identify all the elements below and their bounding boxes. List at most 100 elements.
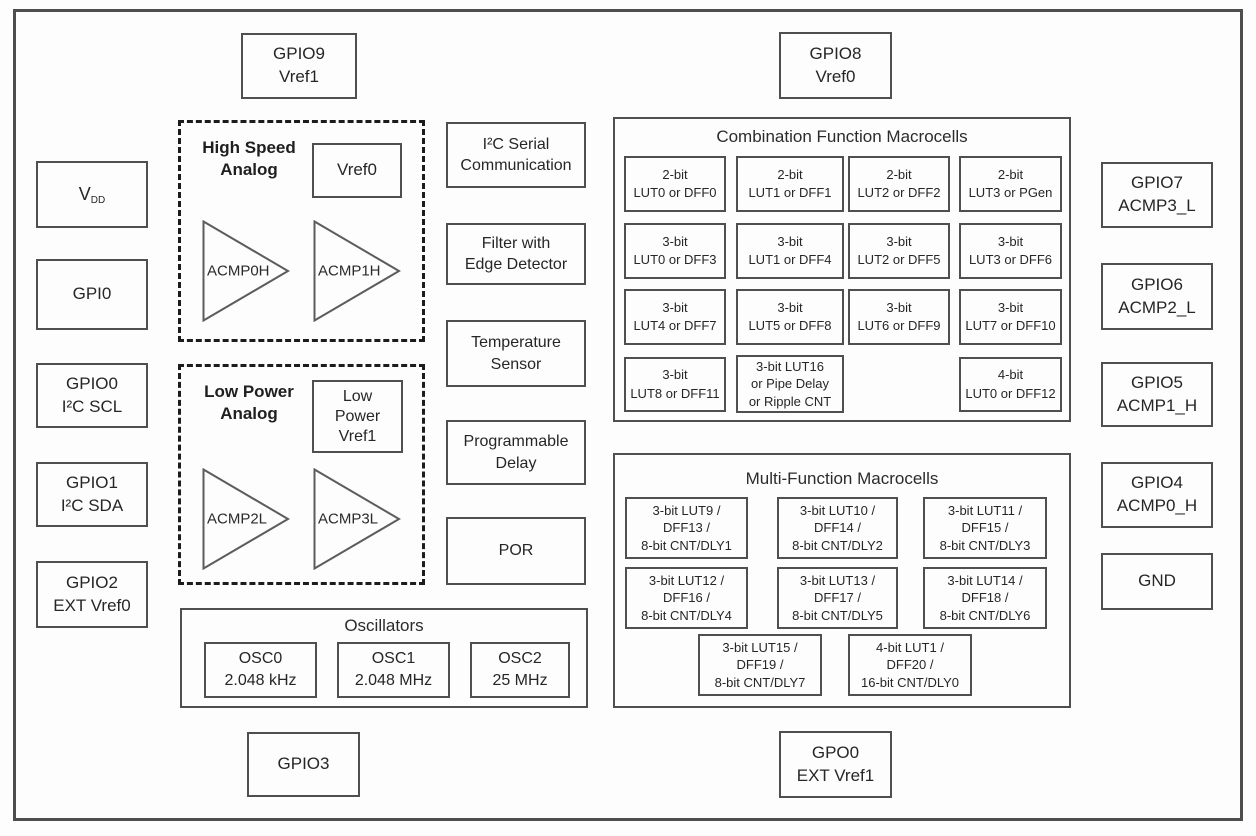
pin-vdd: VDD <box>36 161 148 228</box>
pin-gpio5: GPIO5 ACMP1_H <box>1101 362 1213 427</box>
pin-gpi0: GPI0 <box>36 259 148 330</box>
low-power-vref1-block: Low Power Vref1 <box>312 380 403 453</box>
pin-gpio0-label: GPIO0 I²C SCL <box>61 373 123 416</box>
osc2-label: OSC2 25 MHz <box>492 650 548 689</box>
macrocell-2bit-lut0: 2-bit LUT0 or DFF0 <box>624 156 726 212</box>
comparator-triangle-icon <box>313 220 401 322</box>
macrocell-3bit-lut6: 3-bit LUT6 or DFF9 <box>848 289 950 345</box>
macrocell-3bit-lut8: 3-bit LUT8 or DFF11 <box>624 357 726 412</box>
macrocell-label: 3-bit LUT14 / DFF18 / 8-bit CNT/DLY6 <box>939 572 1031 623</box>
osc1-block: OSC1 2.048 MHz <box>337 642 450 698</box>
i2c-serial-communication-block: I²C Serial Communication <box>446 122 586 188</box>
pin-gpio6-label: GPIO6 ACMP2_L <box>1118 274 1196 317</box>
programmable-delay-block: Programmable Delay <box>446 420 586 485</box>
filter-edge-detector-block: Filter with Edge Detector <box>446 223 586 285</box>
macrocell-label: 3-bit LUT5 or DFF8 <box>748 299 832 333</box>
acmp2l-label: ACMP2L <box>207 510 268 528</box>
pin-gpi0-label: GPI0 <box>72 284 112 304</box>
comparator-triangle-icon <box>202 468 290 570</box>
combination-macrocells-title: Combination Function Macrocells <box>716 127 968 146</box>
macrocell-label: 3-bit LUT0 or DFF3 <box>633 233 717 267</box>
multi-function-macrocells-group: Multi-Function Macrocells 3-bit LUT9 / D… <box>613 453 1071 708</box>
macrocell-3bit-lut4: 3-bit LUT4 or DFF7 <box>624 289 726 345</box>
macrocell-label: 2-bit LUT0 or DFF0 <box>633 166 717 200</box>
pin-gpio1: GPIO1 I²C SDA <box>36 462 148 527</box>
pin-gpio8: GPIO8 Vref0 <box>779 32 892 99</box>
pin-vdd-label: VDD <box>79 182 105 208</box>
pin-gpio3: GPIO3 <box>247 732 360 797</box>
macrocell-3bit-lut10: 3-bit LUT10 / DFF14 / 8-bit CNT/DLY2 <box>777 497 898 559</box>
macrocell-label: 3-bit LUT6 or DFF9 <box>857 299 941 333</box>
pin-gpio8-label: GPIO8 Vref0 <box>809 43 862 86</box>
comparator-acmp1h: ACMP1H <box>313 220 401 322</box>
macrocell-label: 3-bit LUT13 / DFF17 / 8-bit CNT/DLY5 <box>792 572 883 623</box>
pin-gpio6: GPIO6 ACMP2_L <box>1101 263 1213 330</box>
comparator-triangle-icon <box>313 468 401 570</box>
macrocell-label: 3-bit LUT9 / DFF13 / 8-bit CNT/DLY1 <box>641 502 732 553</box>
osc0-label: OSC0 2.048 kHz <box>224 650 297 689</box>
temperature-sensor-block: Temperature Sensor <box>446 320 586 387</box>
pin-gnd-label: GND <box>1138 571 1176 591</box>
macrocell-3bit-lut7: 3-bit LUT7 or DFF10 <box>959 289 1062 345</box>
pin-gpo0: GPO0 EXT Vref1 <box>779 731 892 798</box>
macrocell-label: 2-bit LUT1 or DFF1 <box>748 166 832 200</box>
low-power-analog-label: Low Power Analog <box>204 382 294 424</box>
high-speed-analog-label: High Speed Analog <box>202 138 296 180</box>
comparator-acmp0h: ACMP0H <box>202 220 290 322</box>
pin-gpio7-label: GPIO7 ACMP3_L <box>1118 173 1196 215</box>
macrocell-3bit-lut1: 3-bit LUT1 or DFF4 <box>736 223 844 279</box>
comparator-triangle-icon <box>202 220 290 322</box>
macrocell-3bit-lut5: 3-bit LUT5 or DFF8 <box>736 289 844 345</box>
macrocell-2bit-lut2: 2-bit LUT2 or DFF2 <box>848 156 950 212</box>
macrocell-3bit-lut14: 3-bit LUT14 / DFF18 / 8-bit CNT/DLY6 <box>923 567 1047 629</box>
macrocell-label: 3-bit LUT11 / DFF15 / 8-bit CNT/DLY3 <box>939 502 1031 553</box>
pin-gpio9: GPIO9 Vref1 <box>241 33 357 99</box>
macrocell-3bit-lut13: 3-bit LUT13 / DFF17 / 8-bit CNT/DLY5 <box>777 567 898 629</box>
combination-macrocells-group: Combination Function Macrocells 2-bit LU… <box>613 117 1071 422</box>
multi-function-macrocells-title: Multi-Function Macrocells <box>745 469 939 488</box>
pin-gpio1-label: GPIO1 I²C SDA <box>60 472 124 515</box>
oscillators-group: Oscillators OSC0 2.048 kHz OSC1 2.048 MH… <box>180 608 588 708</box>
macrocell-3bit-lut16: 3-bit LUT16 or Pipe Delay or Ripple CNT <box>736 355 844 413</box>
acmp1h-label: ACMP1H <box>318 262 381 280</box>
macrocell-3bit-lut0: 3-bit LUT0 or DFF3 <box>624 223 726 279</box>
macrocell-2bit-lut1: 2-bit LUT1 or DFF1 <box>736 156 844 212</box>
i2c-label: I²C Serial Communication <box>460 135 572 174</box>
macrocell-label: 4-bit LUT1 / DFF20 / 16-bit CNT/DLY0 <box>860 639 959 690</box>
oscillators-title: Oscillators <box>344 616 424 635</box>
macrocell-3bit-lut9: 3-bit LUT9 / DFF13 / 8-bit CNT/DLY1 <box>625 497 748 559</box>
macrocell-label: 3-bit LUT15 / DFF19 / 8-bit CNT/DLY7 <box>714 639 806 690</box>
pin-gnd: GND <box>1101 553 1213 610</box>
vdd-symbol: V <box>78 183 91 204</box>
filter-label: Filter with Edge Detector <box>464 234 568 273</box>
vdd-subscript: DD <box>90 194 106 206</box>
macrocell-3bit-lut12: 3-bit LUT12 / DFF16 / 8-bit CNT/DLY4 <box>625 567 748 629</box>
pin-gpio5-label: GPIO5 ACMP1_H <box>1116 372 1198 415</box>
comparator-acmp3l: ACMP3L <box>313 468 401 570</box>
macrocell-label: 3-bit LUT16 or Pipe Delay or Ripple CNT <box>748 358 832 409</box>
acmp0h-label: ACMP0H <box>207 262 270 280</box>
low-power-analog-block: Low Power Analog Low Power Vref1 ACMP2L … <box>178 364 425 585</box>
macrocell-label: 2-bit LUT3 or PGen <box>968 166 1053 200</box>
macrocell-label: 3-bit LUT4 or DFF7 <box>633 299 717 333</box>
macrocell-label: 3-bit LUT7 or DFF10 <box>965 299 1056 333</box>
macrocell-label: 3-bit LUT1 or DFF4 <box>748 233 832 267</box>
macrocell-3bit-lut11: 3-bit LUT11 / DFF15 / 8-bit CNT/DLY3 <box>923 497 1047 559</box>
high-speed-analog-block: High Speed Analog Vref0 ACMP0H ACMP1H <box>178 120 425 342</box>
pin-gpio4-label: GPIO4 ACMP0_H <box>1116 473 1198 515</box>
temperature-label: Temperature Sensor <box>471 334 561 373</box>
por-block: POR <box>446 517 586 585</box>
vref0-label: Vref0 <box>336 160 377 180</box>
macrocell-4bit-lut0: 4-bit LUT0 or DFF12 <box>959 357 1062 412</box>
osc2-block: OSC2 25 MHz <box>470 642 570 698</box>
pin-gpio2: GPIO2 EXT Vref0 <box>36 561 148 628</box>
macrocell-label: 3-bit LUT10 / DFF14 / 8-bit CNT/DLY2 <box>792 502 883 553</box>
macrocell-2bit-lut3: 2-bit LUT3 or PGen <box>959 156 1062 212</box>
macrocell-label: 4-bit LUT0 or DFF12 <box>965 367 1056 401</box>
macrocell-label: 3-bit LUT8 or DFF11 <box>630 367 720 401</box>
low-power-vref1-label: Low Power Vref1 <box>334 387 381 445</box>
osc0-block: OSC0 2.048 kHz <box>204 642 317 698</box>
macrocell-label: 3-bit LUT2 or DFF5 <box>857 233 941 267</box>
pin-gpio3-label: GPIO3 <box>277 754 330 774</box>
